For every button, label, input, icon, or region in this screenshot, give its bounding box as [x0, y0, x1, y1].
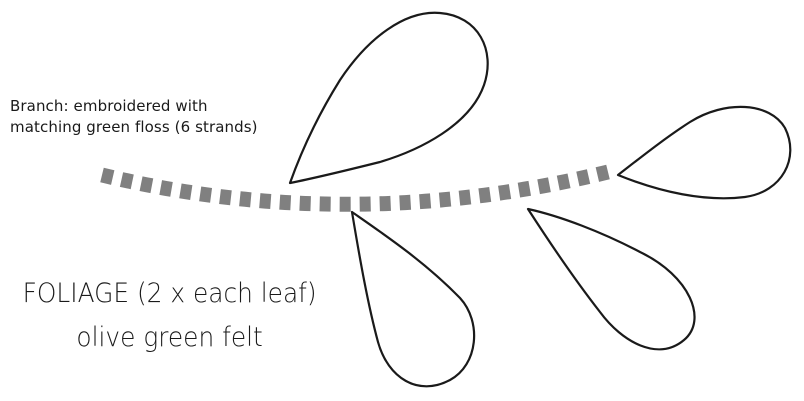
leaf-bottom-left [350, 210, 476, 388]
branch-stitch-line [100, 164, 610, 212]
branch-annotation-line-1: Branch: embroidered with [10, 97, 208, 115]
leaf-right [616, 105, 792, 200]
foliage-label-line-1: FOLIAGE (2 x each leaf) [22, 278, 317, 309]
branch-annotation-line-2: matching green floss (6 strands) [10, 118, 258, 136]
leaf-bottom-right [526, 207, 696, 351]
leaf-top [288, 11, 489, 185]
foliage-label-line-2: olive green felt [76, 322, 263, 353]
foliage-label: FOLIAGE (2 x each leaf) olive green felt [4, 272, 335, 360]
branch-annotation: Branch: embroidered with matching green … [10, 96, 258, 138]
